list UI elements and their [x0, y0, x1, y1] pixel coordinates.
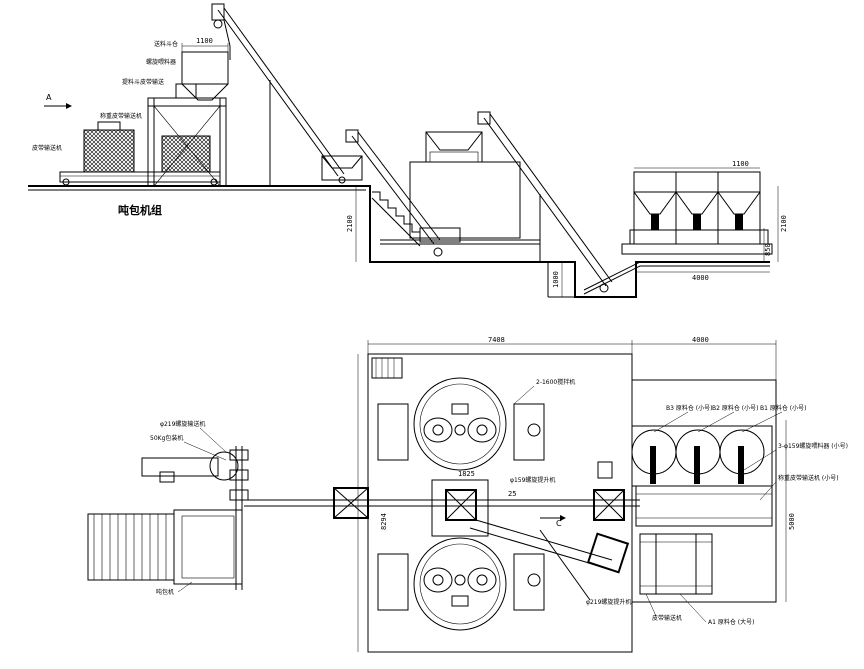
- label-silo-b3: B3 原料仓 (小号): [666, 404, 712, 412]
- dim-plan-left-height: 8294: [380, 513, 388, 530]
- dim-plan-left-width: 7408: [488, 336, 505, 344]
- mixer-platform: [380, 131, 540, 257]
- plan-view: 7408 4000 8294 5000 1825 25 2-1600搅拌机 φ2…: [87, 336, 848, 653]
- elevation-caption: 吨包机组: [118, 203, 162, 217]
- label-bag-station: 吨包机: [156, 588, 174, 596]
- dim-hopper-left: 1100: [196, 37, 213, 45]
- label-belt-bottom: 皮带输送机: [652, 614, 682, 622]
- label-belt-conveyor: 皮带输送机: [32, 144, 62, 152]
- label-screw-feeder: 螺旋喂料器: [146, 58, 176, 66]
- plan-stair: [371, 357, 403, 379]
- label-screw-219-bottom: φ219螺旋提升机: [586, 598, 631, 606]
- label-silo-b2: B2 原料仓 (小号): [712, 404, 758, 412]
- dim-25: 25: [508, 490, 516, 498]
- elevation-view: 吨包机组 A 送料斗仓 螺旋喂料器 提料斗皮带输送 称重皮带输送机 皮带输送机 …: [28, 3, 788, 298]
- dim-center-offset: 1825: [458, 470, 475, 478]
- label-bucket-belt: 提料斗皮带输送: [122, 78, 164, 86]
- view-arrow-a: A: [46, 93, 52, 102]
- ton-bag-station: [87, 509, 243, 585]
- bag-machine-50kg: [141, 457, 219, 483]
- silos-right: [621, 167, 773, 255]
- label-silo-a1: A1 原料仓 (大号): [708, 618, 754, 626]
- belt-conveyor-left: [59, 171, 221, 186]
- ground-line: [28, 185, 770, 298]
- inclined-screw-center: [345, 129, 441, 245]
- label-mixers: 2-1600搅拌机: [536, 378, 575, 386]
- mixer-bottom: [377, 537, 545, 631]
- inclined-screw-left: [211, 3, 345, 186]
- mid-hopper: [321, 155, 363, 184]
- label-silo-b1: B1 原料仓 (小号): [760, 404, 806, 412]
- label-bag-50kg: 50Kg包装机: [150, 434, 183, 442]
- label-weigh-belt-right: 称重皮带输送机 (小号): [778, 474, 839, 482]
- inclined-screw-right: [477, 111, 613, 287]
- center-hoppers: [333, 479, 625, 537]
- feed-hopper: [175, 43, 229, 101]
- label-weigh-belt: 称重皮带输送机: [100, 112, 142, 120]
- dim-right-height: 2100: [780, 215, 788, 232]
- label-feed-hopper: 送料斗仓: [154, 40, 178, 48]
- silos-plan: [597, 425, 773, 595]
- dim-right-width: 4000: [692, 274, 709, 282]
- dim-silo-height: 850: [764, 243, 772, 256]
- label-screw-159-right: 3-φ159螺旋喂料器 (小号): [778, 442, 848, 450]
- pit-conveyor: [583, 261, 770, 295]
- dim-hopper-right: 1100: [732, 160, 749, 168]
- label-screw-219-top: φ219螺旋输送机: [160, 420, 205, 428]
- dim-pit-height: 2100: [346, 215, 354, 232]
- mixer-top: [377, 377, 545, 471]
- inclined-conveyor-c: [469, 515, 630, 601]
- label-screw-159-mid: φ159螺旋提升机: [510, 476, 555, 484]
- main-conveyor: [244, 499, 640, 507]
- dim-plan-right-width: 4000: [692, 336, 709, 344]
- label-view-c: C: [556, 519, 562, 528]
- ton-bag-left: [83, 121, 135, 173]
- silo-room: [631, 379, 777, 603]
- ton-bag-right: [161, 135, 211, 173]
- dim-pit-depth: 1000: [552, 271, 560, 288]
- dim-plan-right-height: 5000: [788, 513, 796, 530]
